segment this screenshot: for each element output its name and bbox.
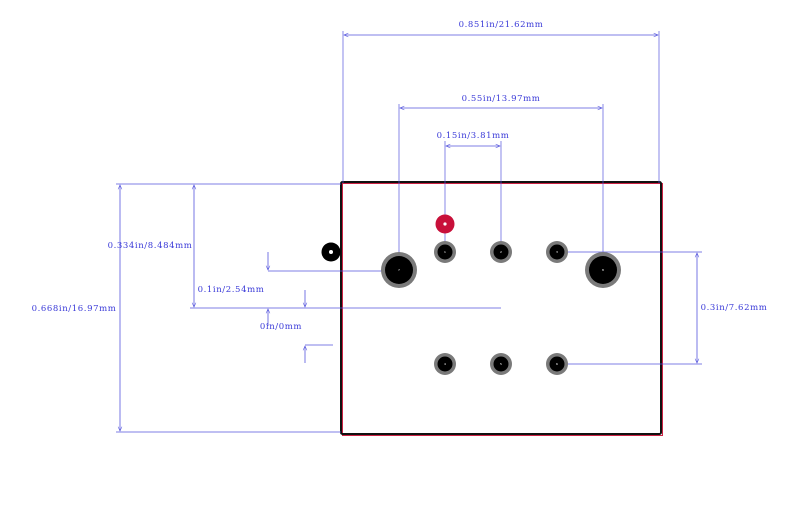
pad-top-3: 3 [546, 241, 568, 263]
dim-mount-pitch: 0.55in/13.97mm [462, 94, 541, 104]
mount-hole-left: 7 [381, 252, 417, 288]
extension-lines [116, 31, 702, 433]
pad-label: 2 [500, 250, 502, 254]
pad-label: 7 [398, 268, 400, 272]
pad-top-1: 1 [434, 241, 456, 263]
pad-top-2: 2 [490, 241, 512, 263]
dimension-lines [120, 35, 697, 431]
dim-overall-width: 0.851in/21.62mm [459, 20, 544, 30]
dim-overall-height: 0.668in/16.97mm [32, 304, 117, 314]
pin-1-marker-icon [435, 214, 455, 234]
dim-row-spacing: 0.3in/7.62mm [701, 303, 768, 313]
dim-pin-offset: 0.1in/2.54mm [198, 285, 265, 295]
outline-shadow [342, 183, 663, 436]
origin-marker-icon [321, 242, 341, 262]
pad-label: 8 [602, 268, 604, 272]
mount-hole-right: 8 [585, 252, 621, 288]
pad-label: 3 [556, 250, 558, 254]
dim-half-height: 0.334in/8.484mm [108, 241, 193, 251]
pad-bottom-5: 5 [490, 353, 512, 375]
pad-bottom-6: 6 [546, 353, 568, 375]
pad-label: 4 [444, 362, 446, 366]
pad-bottom-4: 4 [434, 353, 456, 375]
dim-pin-pitch-x: 0.15in/3.81mm [437, 131, 510, 141]
dim-origin: 0in/0mm [260, 322, 302, 332]
pad-label: 6 [556, 362, 558, 366]
pad-label: 1 [444, 250, 446, 254]
pad-label: 5 [500, 362, 502, 366]
